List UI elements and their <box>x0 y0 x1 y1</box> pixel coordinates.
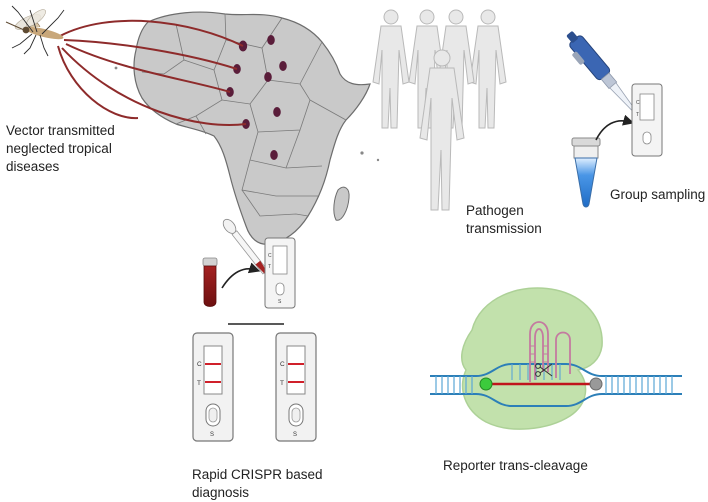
sample-tube-icon <box>571 137 601 208</box>
hotspot <box>267 35 275 45</box>
blood-tube-icon <box>202 257 218 307</box>
test-mark: T <box>197 380 201 387</box>
vector-label-line: neglected tropical <box>6 141 112 156</box>
result-strip-positive: C T S <box>192 332 234 442</box>
island-dot <box>376 158 380 162</box>
transmission-lines <box>57 19 247 126</box>
sample-mark: S <box>278 299 282 305</box>
arrow <box>221 262 261 289</box>
quencher <box>589 377 603 391</box>
fluorophore <box>479 377 493 391</box>
lateral-flow-strip-icon: C T S <box>264 237 296 309</box>
cas-complex-icon <box>430 287 682 430</box>
mosquito-icon <box>5 5 65 57</box>
pathogen-label-line: transmission <box>466 221 542 236</box>
vector-label-line: Vector transmitted <box>6 123 115 138</box>
africa-map <box>114 11 380 245</box>
crispr-label-line: diagnosis <box>192 485 250 500</box>
control-mark: C <box>268 253 272 259</box>
reporter-label: Reporter trans-cleavage <box>443 458 588 473</box>
crrna-hairpin <box>529 321 571 382</box>
control-mark: C <box>636 100 640 106</box>
group-sampling-label: Group sampling <box>610 187 706 202</box>
hotspot <box>279 61 287 71</box>
crispr-diagnosis-label: Rapid CRISPR based diagnosis <box>192 466 323 502</box>
people-silhouettes <box>372 9 507 211</box>
person-silhouette <box>469 9 507 129</box>
hotspot <box>270 150 278 160</box>
hotspot <box>273 107 281 117</box>
vector-label: Vector transmitted neglected tropical di… <box>6 122 115 176</box>
dna-duplex <box>430 363 682 407</box>
cas-protein <box>460 287 603 430</box>
control-mark: C <box>197 361 202 368</box>
crispr-label-line: Rapid CRISPR based <box>192 467 323 482</box>
hotspot <box>264 72 272 82</box>
scissors-icon <box>535 363 553 377</box>
hairpin-bases <box>530 345 548 363</box>
test-mark: T <box>268 264 271 270</box>
island-dot <box>114 66 118 70</box>
test-mark: T <box>636 112 639 118</box>
island-dot <box>360 151 364 155</box>
pathogen-label: Pathogen transmission <box>466 202 542 238</box>
pipette-icon <box>566 31 639 116</box>
control-mark: C <box>280 361 285 368</box>
test-mark: T <box>280 380 284 387</box>
person-silhouette <box>419 49 465 211</box>
vector-label-line: diseases <box>6 159 60 174</box>
pathogen-label-line: Pathogen <box>466 203 524 218</box>
result-strip-positive: C T S <box>275 332 317 442</box>
africa-continent <box>133 11 371 245</box>
madagascar <box>333 186 350 221</box>
sample-mark: S <box>210 432 214 438</box>
arrow <box>595 114 635 141</box>
sample-mark: S <box>293 432 297 438</box>
lateral-flow-strip-icon: C T <box>631 83 663 157</box>
person-silhouette <box>372 9 410 129</box>
